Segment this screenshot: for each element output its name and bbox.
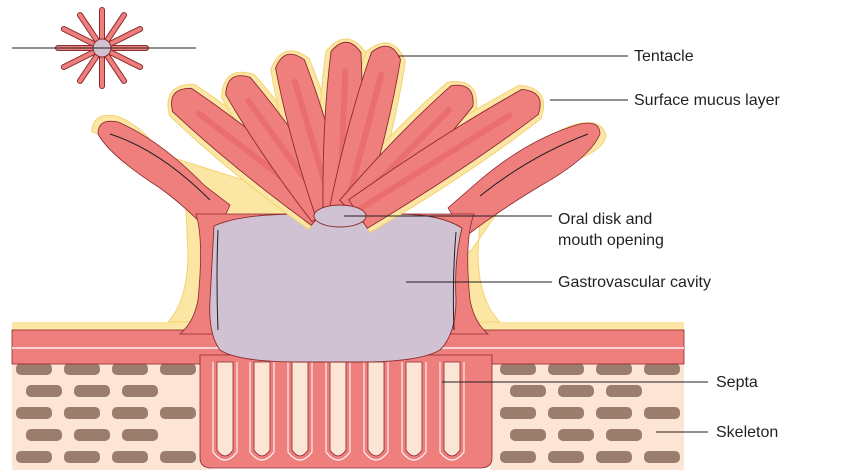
skeleton-block xyxy=(596,451,632,463)
skeleton-block xyxy=(64,363,100,375)
skeleton-block xyxy=(500,451,536,463)
skeleton-block xyxy=(112,407,148,419)
septum xyxy=(292,362,308,456)
label-tentacle: Tentacle xyxy=(634,48,694,65)
skeleton-block xyxy=(26,429,62,441)
skeleton-block xyxy=(644,407,680,419)
skeleton-block xyxy=(644,451,680,463)
skeleton-block xyxy=(606,385,642,397)
skeleton-block xyxy=(112,363,148,375)
skeleton-block xyxy=(548,451,584,463)
skeleton-block xyxy=(16,451,52,463)
septum xyxy=(254,362,270,456)
skeleton-block xyxy=(26,385,62,397)
gastrovascular-cavity xyxy=(210,214,462,362)
skeleton-block xyxy=(74,385,110,397)
skeleton-block xyxy=(548,363,584,375)
skeleton-block xyxy=(500,363,536,375)
skeleton-block xyxy=(160,363,196,375)
skeleton-block xyxy=(122,429,158,441)
skeleton-block xyxy=(500,407,536,419)
skeleton-block xyxy=(160,451,196,463)
skeleton-block xyxy=(510,385,546,397)
septum xyxy=(406,362,422,456)
septum xyxy=(217,362,233,456)
skeleton-block xyxy=(558,385,594,397)
septa xyxy=(200,355,492,468)
skeleton-block xyxy=(122,385,158,397)
cavity-shape xyxy=(210,214,462,362)
septum xyxy=(330,362,346,456)
skeleton-block xyxy=(160,407,196,419)
skeleton-block xyxy=(596,407,632,419)
skeleton-block xyxy=(510,429,546,441)
skeleton-block xyxy=(16,363,52,375)
skeleton-block xyxy=(64,451,100,463)
label-cavity: Gastrovascular cavity xyxy=(558,274,711,291)
skeleton-block xyxy=(596,363,632,375)
top-view-inset xyxy=(12,10,196,86)
skeleton-block xyxy=(16,407,52,419)
skeleton-block xyxy=(606,429,642,441)
label-septa: Septa xyxy=(716,374,758,391)
label-mucus: Surface mucus layer xyxy=(634,92,781,109)
skeleton-block xyxy=(558,429,594,441)
septum xyxy=(368,362,384,456)
skeleton-block xyxy=(74,429,110,441)
skeleton-block xyxy=(112,451,148,463)
skeleton-block xyxy=(644,363,680,375)
label-oral-line2: mouth opening xyxy=(558,232,664,249)
skeleton-block xyxy=(64,407,100,419)
skeleton-block xyxy=(548,407,584,419)
label-skeleton: Skeleton xyxy=(716,424,778,441)
label-oral-line1: Oral disk and xyxy=(558,211,652,228)
septum xyxy=(444,362,460,456)
